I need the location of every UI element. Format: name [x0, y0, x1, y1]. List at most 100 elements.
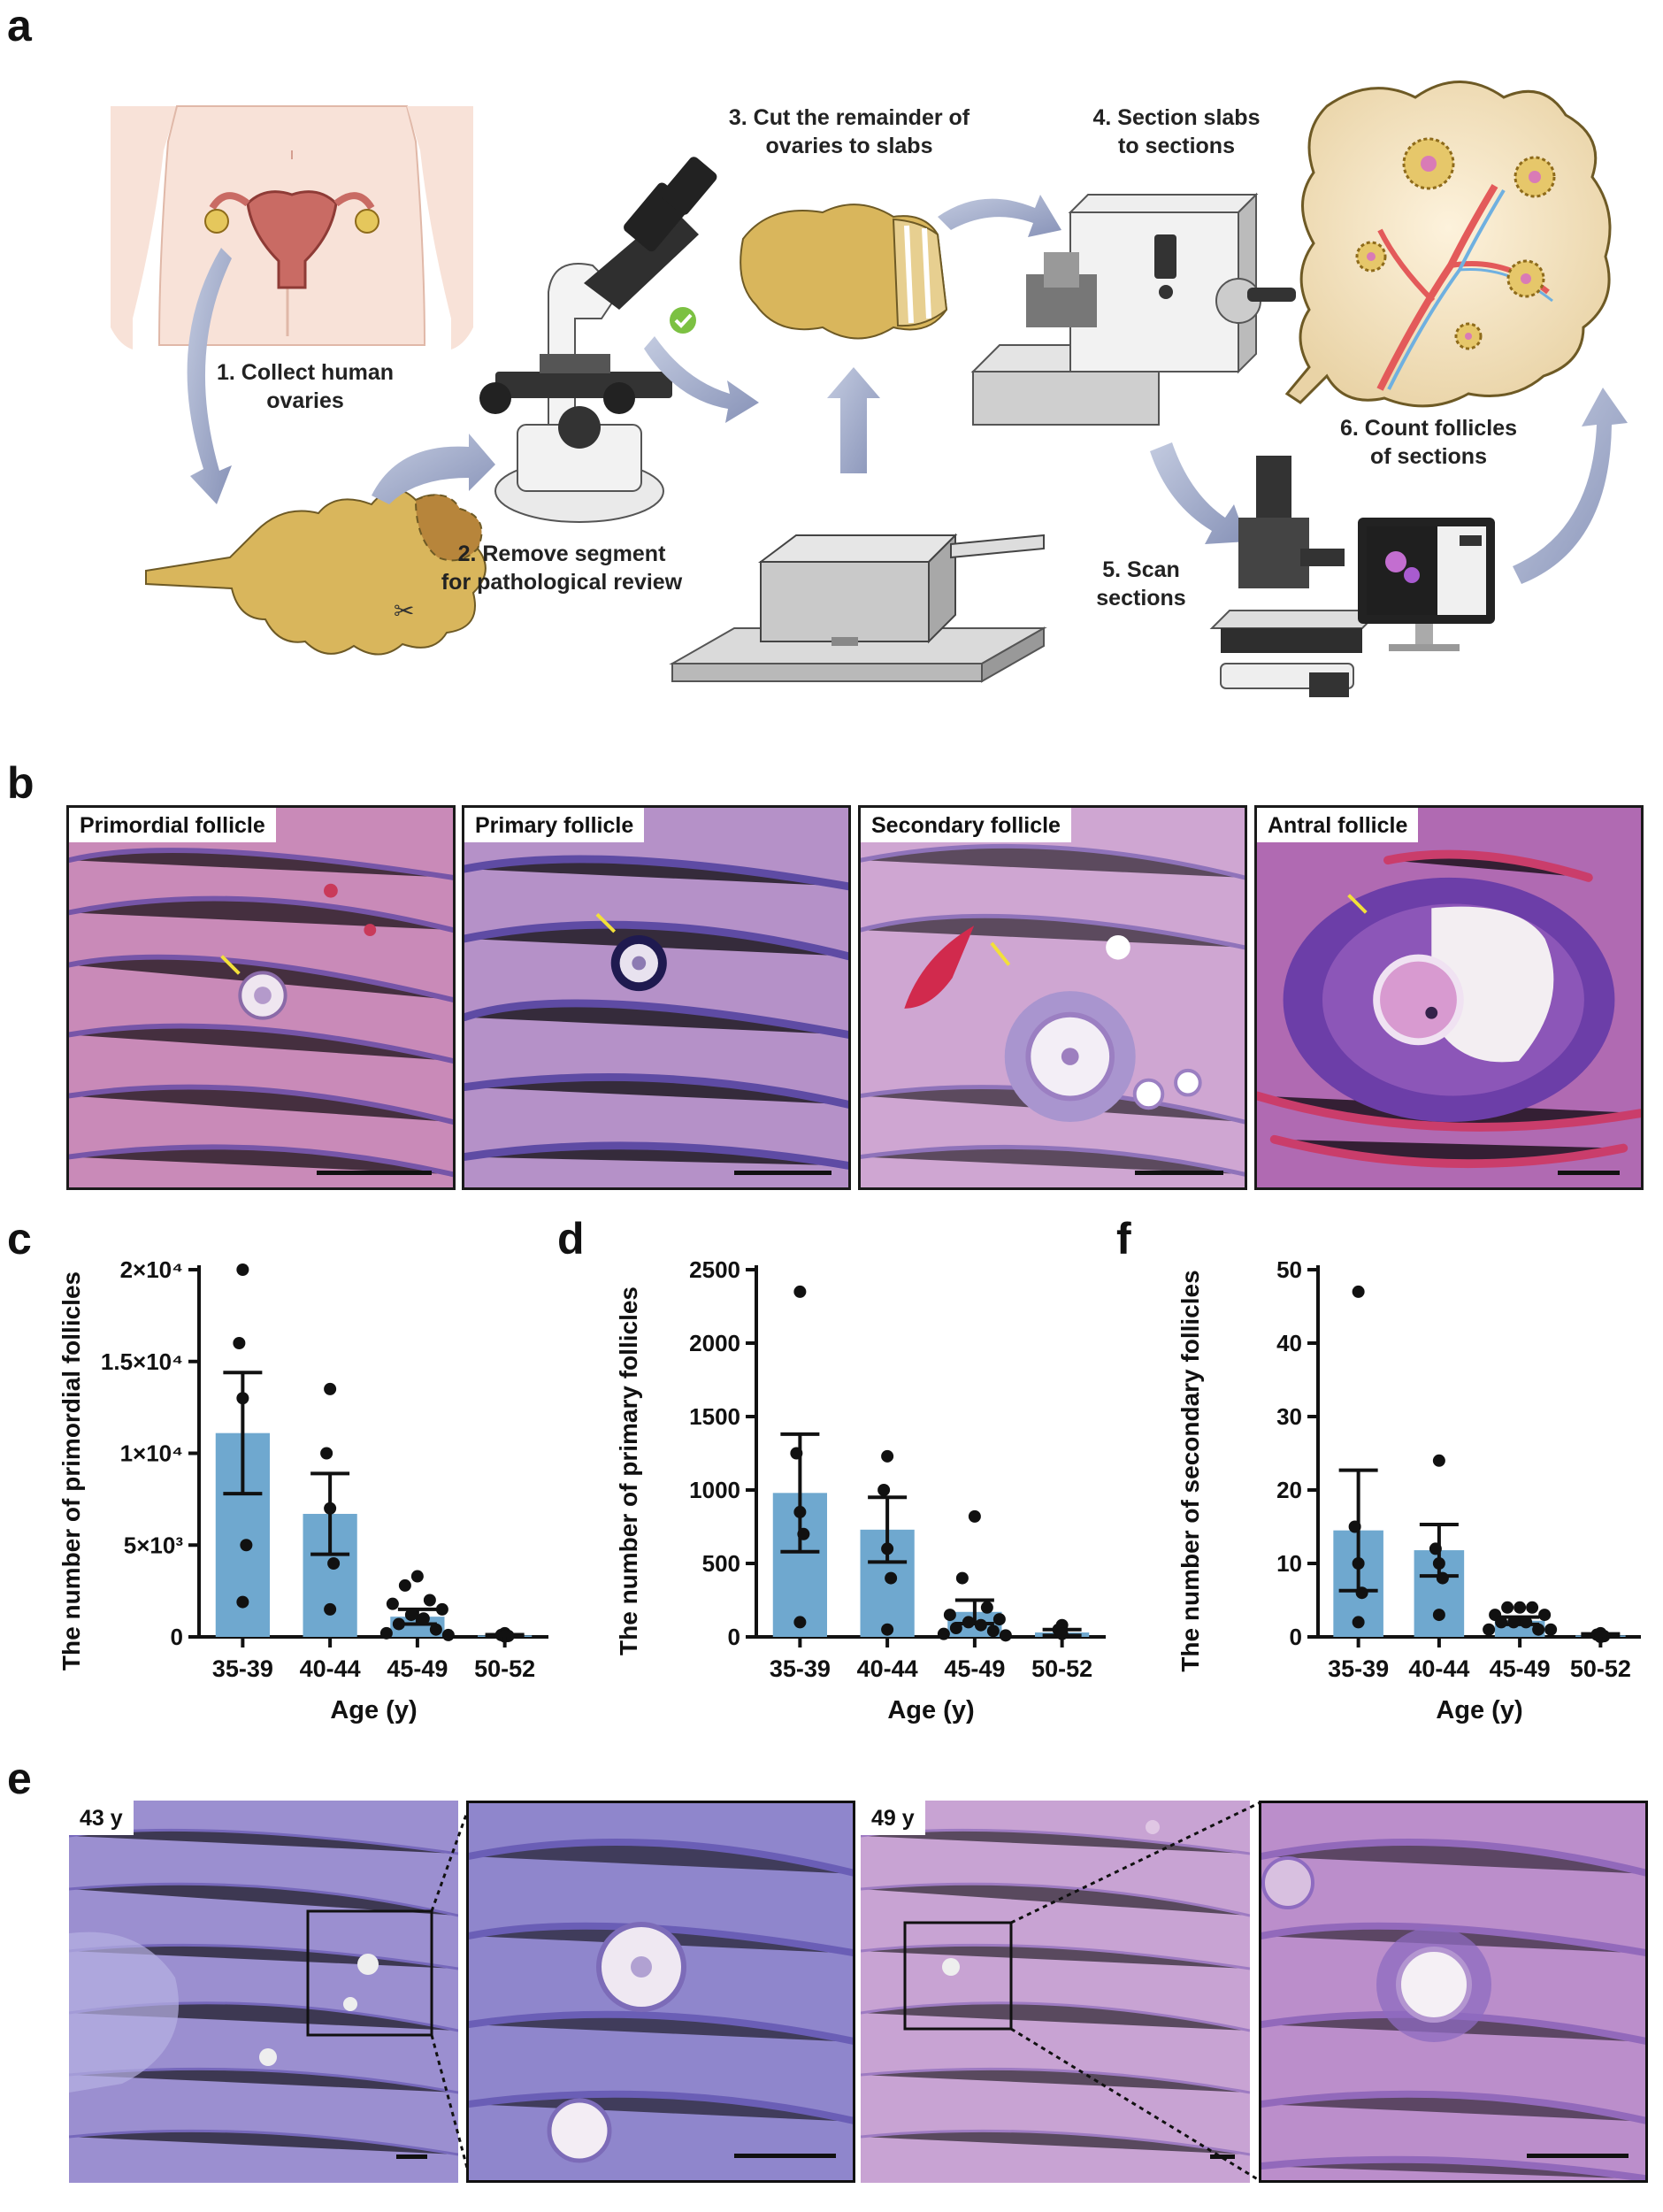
data-point	[1355, 1586, 1368, 1600]
x-tick-label: 50-52	[1031, 1655, 1092, 1682]
data-point	[885, 1571, 898, 1585]
data-point	[968, 1509, 981, 1523]
data-point	[1352, 1557, 1365, 1570]
y-tick-label: 1.5×10⁴	[101, 1348, 183, 1375]
arrow-icon	[938, 195, 1061, 237]
microscope-icon	[479, 157, 717, 523]
data-point	[320, 1447, 333, 1460]
x-tick-label: 45-49	[387, 1655, 448, 1682]
histology-antral: Antral follicle	[1254, 805, 1644, 1190]
data-point	[324, 1382, 337, 1395]
age-label: 43 y	[69, 1801, 134, 1835]
data-point	[1538, 1609, 1552, 1622]
data-point	[992, 1613, 1006, 1626]
y-tick-label: 1×10⁴	[120, 1440, 183, 1467]
data-point	[410, 1570, 424, 1583]
y-tick-label: 500	[702, 1550, 740, 1577]
arrow-icon	[827, 367, 880, 473]
y-tick-label: 1000	[689, 1477, 740, 1503]
data-point	[1514, 1601, 1527, 1614]
zoom-lines	[1010, 1801, 1261, 2183]
x-tick-label: 40-44	[1408, 1655, 1469, 1682]
data-point	[790, 1447, 803, 1460]
data-point	[236, 1263, 249, 1276]
data-point	[1352, 1616, 1365, 1629]
scale-bar	[396, 2154, 427, 2159]
data-point	[881, 1623, 894, 1636]
ovary-icon	[145, 488, 487, 656]
data-point	[1532, 1623, 1545, 1636]
y-tick-label: 2×10⁴	[120, 1256, 183, 1283]
data-point	[233, 1337, 246, 1349]
panel-label-b: b	[7, 758, 34, 808]
x-tick-label: 40-44	[300, 1655, 361, 1682]
data-point	[417, 1612, 430, 1625]
histology-secondary: Secondary follicle	[858, 805, 1247, 1190]
data-point	[404, 1609, 418, 1622]
data-point	[1495, 1616, 1508, 1629]
data-point	[793, 1505, 807, 1518]
panel-label-a: a	[7, 1, 32, 50]
data-point	[429, 1623, 442, 1636]
histology-49y-overview: 49 y	[861, 1801, 1250, 2183]
data-point	[1436, 1571, 1449, 1585]
histology-43y-overview: 43 y	[69, 1801, 458, 2183]
human-body-icon	[111, 105, 473, 349]
data-point	[793, 1616, 807, 1629]
microtome-icon	[970, 192, 1296, 426]
check-icon	[670, 307, 696, 334]
x-tick-label: 40-44	[857, 1655, 918, 1682]
histology-label: Secondary follicle	[861, 808, 1071, 842]
data-point	[423, 1594, 436, 1607]
histology-primary: Primary follicle	[462, 805, 851, 1190]
y-tick-label: 0	[171, 1624, 183, 1650]
data-point	[379, 1626, 393, 1640]
y-tick-label: 0	[728, 1624, 740, 1650]
data-point	[324, 1502, 337, 1515]
panel-label-c: c	[7, 1214, 32, 1263]
data-point	[1429, 1542, 1442, 1555]
data-point	[1432, 1557, 1445, 1570]
data-point	[999, 1629, 1012, 1642]
x-tick-label: 50-52	[474, 1655, 535, 1682]
y-axis-label: The number of primordial follicles	[57, 1271, 85, 1671]
histology-label: Antral follicle	[1257, 808, 1419, 842]
data-point	[236, 1595, 249, 1609]
x-tick-label: 50-52	[1570, 1655, 1631, 1682]
data-point	[1352, 1285, 1365, 1298]
data-point	[949, 1622, 962, 1635]
data-point	[1501, 1601, 1514, 1614]
data-point	[386, 1597, 399, 1610]
arrow-icon	[187, 248, 232, 504]
scale-bar	[1210, 2154, 1235, 2159]
data-point	[881, 1542, 894, 1555]
data-point	[441, 1628, 455, 1641]
scissors-icon: ✂	[394, 596, 414, 626]
scale-bar	[1135, 1171, 1223, 1175]
y-tick-label: 2500	[689, 1256, 740, 1283]
data-point	[974, 1618, 987, 1632]
ovary-slabs-icon	[740, 204, 948, 340]
cassette-icon	[669, 533, 1047, 683]
data-point	[980, 1601, 993, 1614]
data-point	[392, 1617, 405, 1631]
data-point	[1432, 1609, 1445, 1622]
x-axis-label: Age (y)	[330, 1696, 417, 1724]
panel-label-e: e	[7, 1754, 32, 1803]
panel-label-d: d	[557, 1214, 585, 1263]
data-point	[986, 1624, 1000, 1638]
data-point	[398, 1578, 411, 1592]
y-tick-label: 40	[1276, 1330, 1302, 1356]
data-point	[1432, 1454, 1445, 1467]
data-point	[937, 1627, 950, 1640]
scale-bar	[1558, 1171, 1620, 1175]
y-tick-label: 30	[1276, 1403, 1302, 1430]
data-point	[240, 1539, 253, 1552]
